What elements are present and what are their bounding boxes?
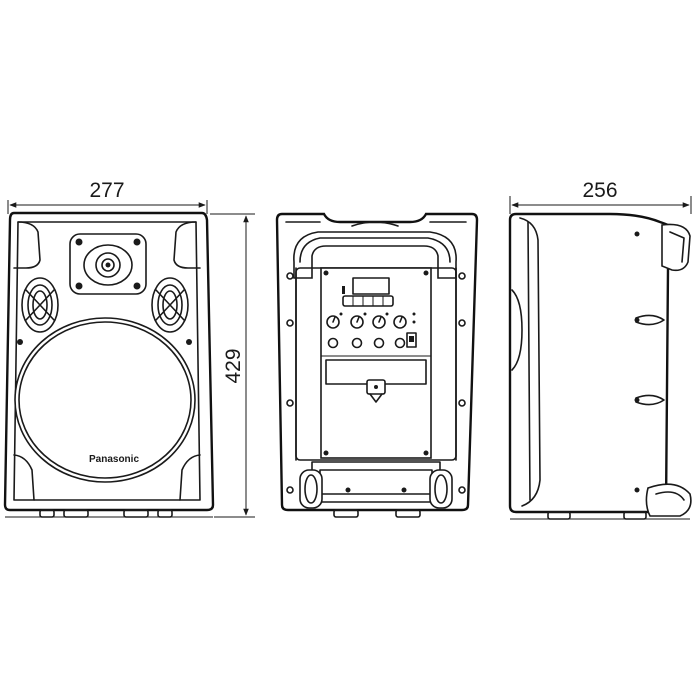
left-bass-port xyxy=(21,277,59,333)
latch[interactable] xyxy=(366,379,386,403)
front-feet xyxy=(5,509,213,518)
side-wheel xyxy=(645,483,692,517)
front-view: 277 xyxy=(3,179,255,518)
right-bass-port xyxy=(151,277,189,333)
lcd-display xyxy=(352,277,390,295)
side-cabinet xyxy=(508,212,686,514)
input-jacks[interactable] xyxy=(327,337,406,349)
woofer-grille xyxy=(14,317,196,483)
power-switch[interactable] xyxy=(406,332,417,348)
front-cabinet xyxy=(3,211,215,512)
side-handle xyxy=(661,223,691,272)
back-wheels xyxy=(299,469,453,509)
back-view xyxy=(275,212,479,518)
height-value: 429 xyxy=(222,348,245,383)
control-panel xyxy=(320,267,432,459)
width-value: 277 xyxy=(89,179,124,202)
brand-logo: Panasonic xyxy=(89,454,139,465)
back-cabinet xyxy=(275,212,479,512)
bottom-frame xyxy=(311,461,441,503)
mode-buttons[interactable] xyxy=(342,295,394,307)
depth-dimension: 256 xyxy=(509,179,692,214)
depth-value: 256 xyxy=(582,179,617,202)
height-dimension: 429 xyxy=(210,213,255,518)
carry-handle xyxy=(293,231,457,279)
volume-knobs[interactable] xyxy=(326,315,407,329)
side-view: 256 xyxy=(508,179,692,520)
width-dimension: 277 xyxy=(7,179,208,214)
